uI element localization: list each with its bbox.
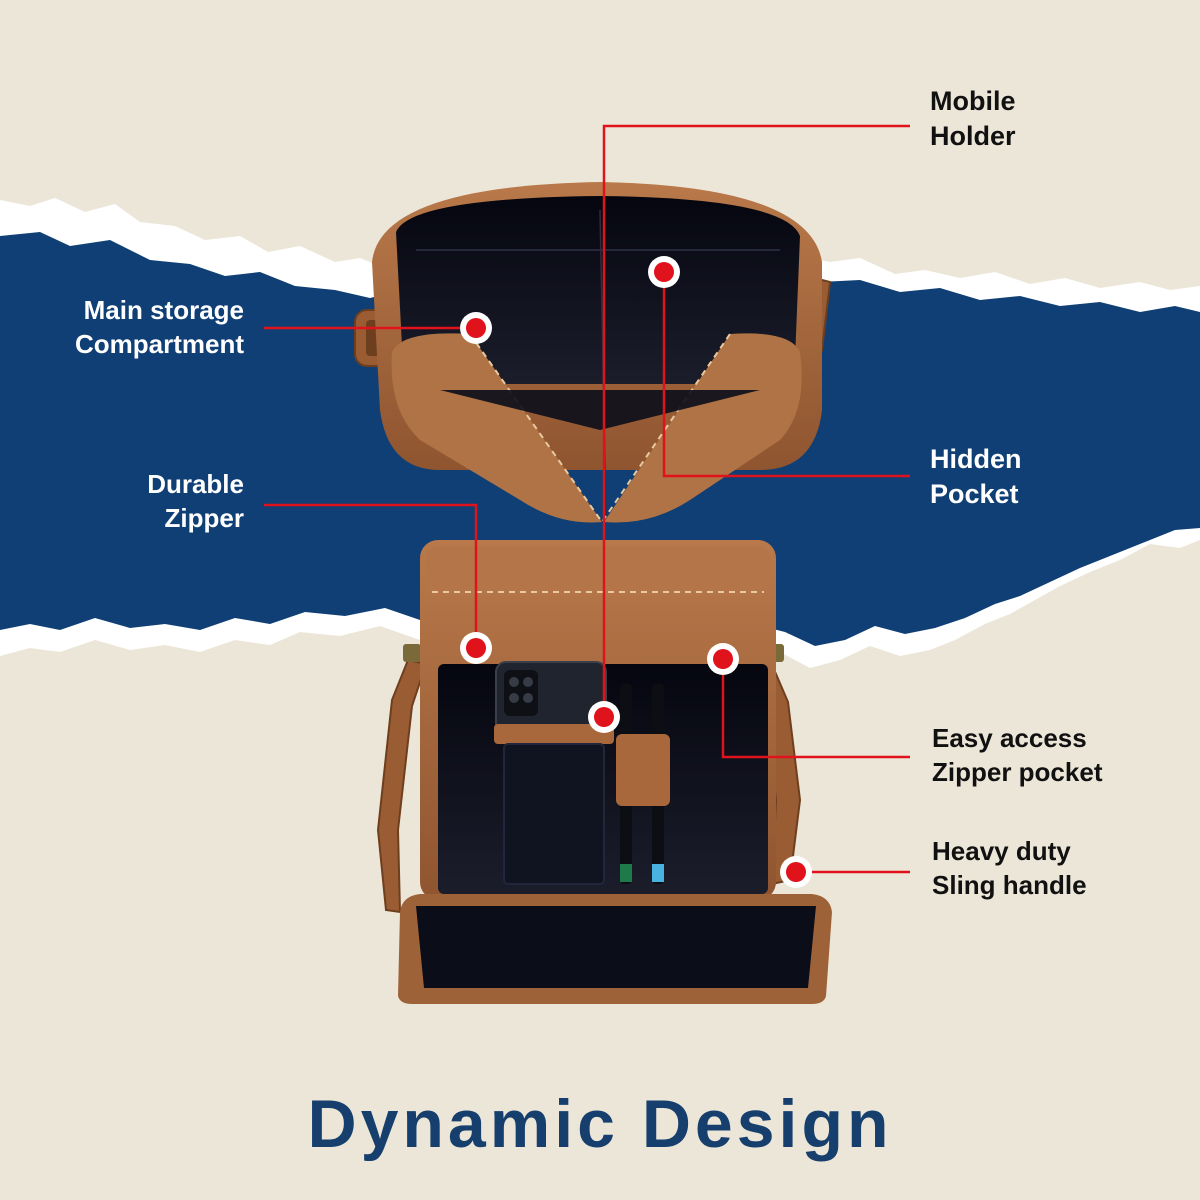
main-storage-label-line-1: Main storage (83, 295, 244, 325)
heavy-duty-hotspot-icon (780, 856, 812, 888)
durable-zipper-hotspot-icon (460, 632, 492, 664)
mobile-holder-hotspot-icon (588, 701, 620, 733)
mobile-holder-leader-line (602, 124, 910, 717)
main-storage-hotspot-icon (460, 312, 492, 344)
bag-top-view (354, 182, 832, 524)
durable-zipper-label-line-2: Zipper (164, 502, 244, 533)
hidden-pocket-hotspot-icon (648, 256, 680, 288)
heavy-duty-label-line-1: Heavy duty (932, 836, 1071, 866)
easy-access-label: Easy access Zipper pocket (932, 722, 1102, 790)
heavy-duty-label: Heavy duty Sling handle (932, 835, 1087, 903)
callout-lines (264, 124, 910, 874)
headline: Dynamic Design (307, 1086, 893, 1162)
hidden-pocket-leader-line (662, 272, 910, 478)
durable-zipper-leader-line (264, 503, 478, 648)
mobile-holder-label-line-1: Mobile (930, 86, 1016, 116)
mobile-holder-label: Mobile Holder (930, 84, 1016, 154)
heavy-duty-label-line-2: Sling handle (932, 869, 1087, 900)
durable-zipper-label-line-1: Durable (147, 469, 244, 499)
hidden-pocket-label: Hidden Pocket (930, 442, 1022, 512)
mobile-holder-label-line-2: Holder (930, 121, 1016, 152)
easy-access-leader-line (721, 659, 910, 759)
durable-zipper-label: Durable Zipper (147, 468, 244, 536)
hidden-pocket-label-line-1: Hidden (930, 444, 1022, 474)
main-storage-label-line-2: Compartment (74, 328, 244, 359)
easy-access-label-line-1: Easy access (932, 723, 1087, 753)
hotspot-markers (460, 256, 812, 888)
main-storage-label: Main storage Compartment (75, 294, 244, 362)
easy-access-label-line-2: Zipper pocket (932, 756, 1103, 787)
easy-access-hotspot-icon (707, 643, 739, 675)
hidden-pocket-label-line-2: Pocket (930, 479, 1019, 510)
